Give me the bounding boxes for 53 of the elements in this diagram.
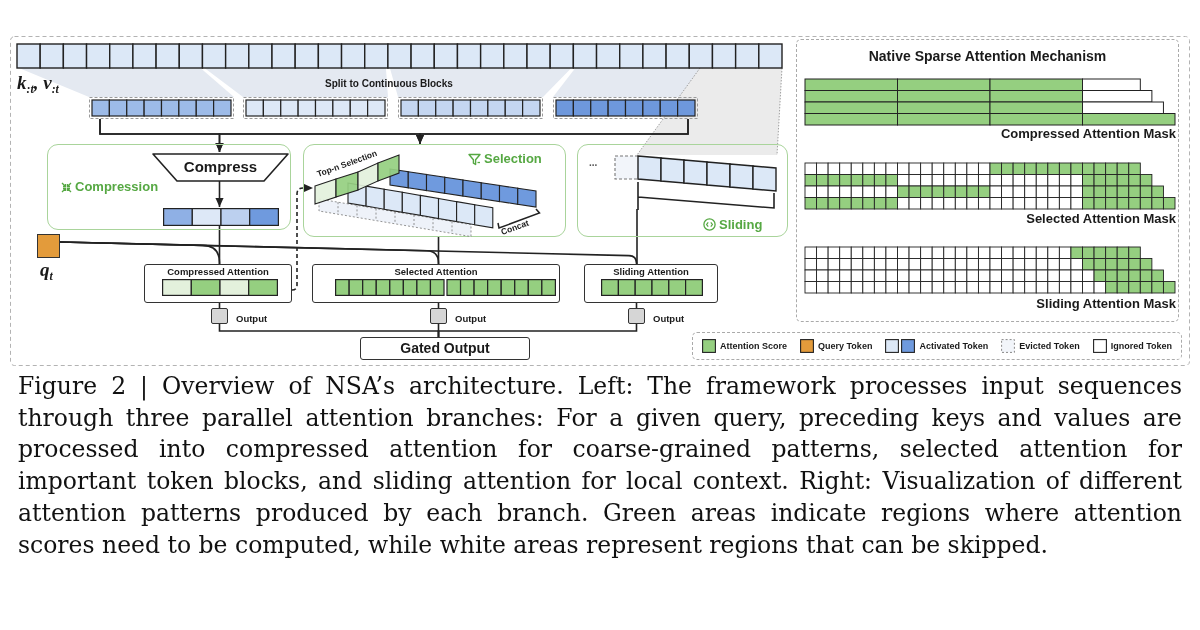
branch-panel xyxy=(577,144,788,237)
output-square xyxy=(430,308,447,324)
output-square xyxy=(211,308,228,324)
branch-title: Selection xyxy=(484,151,542,167)
token-block-group xyxy=(243,97,388,119)
mask-caption: Selected Attention Mask xyxy=(1026,211,1176,227)
token-block-group xyxy=(89,97,234,119)
token-block-group xyxy=(398,97,543,119)
connector-line xyxy=(636,208,638,265)
output-box xyxy=(360,337,530,360)
arrow xyxy=(415,118,689,145)
box-title: Gated Output xyxy=(400,339,490,358)
output-square xyxy=(628,308,645,324)
output-label: Output xyxy=(653,313,685,325)
legend-label: Evicted Token xyxy=(1019,340,1080,352)
branch-panel xyxy=(303,144,566,237)
math-label: k$_{:t}$, v$_{:t}$ xyxy=(17,72,59,94)
connector-line xyxy=(59,241,638,265)
legend-label: Query Token xyxy=(818,340,873,352)
branch-panel xyxy=(47,144,291,230)
query-token-square xyxy=(37,234,60,258)
math-label: q$_{t}$ xyxy=(40,259,53,280)
box-title: Compressed Attention xyxy=(167,266,269,278)
panel-title: Native Sparse Attention Mechanism xyxy=(868,48,1107,65)
connector-line xyxy=(437,302,440,309)
split-caption: Split to Continuous Blocks xyxy=(325,78,453,90)
mask-caption: Sliding Attention Mask xyxy=(1036,296,1176,312)
arrow xyxy=(215,180,224,208)
mask-caption: Compressed Attention Mask xyxy=(1000,126,1176,142)
branch-title: Compression xyxy=(75,179,159,195)
branch-title: Sliding xyxy=(719,217,763,233)
output-label: Output xyxy=(455,313,487,325)
sliding-window-drawing xyxy=(613,154,779,210)
box-title: Selected Attention xyxy=(394,266,478,278)
compressed-token-bar xyxy=(163,208,279,226)
attention-box xyxy=(584,264,718,303)
attention-box xyxy=(144,264,292,303)
box-title: Sliding Attention xyxy=(613,266,689,278)
connector-line xyxy=(437,236,440,265)
legend-label: Ignored Token xyxy=(1110,340,1172,352)
figure-caption: Figure 2 | Overview of NSA’s architecture. Left: The framework processes input sequences through three parallel attention branches: For a given query, preceding keys and values are processed into compressed attention for coarse-grained patterns, selected attention for important token blocks, and sliding attention for local context. Right: Visualization of different attention patterns produced by each branch. Green areas indicate regions where attention scores need to be computed, while white areas represent regions that can be skipped. xyxy=(18,371,1182,561)
output-label: Output xyxy=(236,313,268,325)
connector-line xyxy=(218,302,221,309)
connector-line xyxy=(437,323,638,338)
legend-label: Attention Score xyxy=(720,340,787,352)
dashed-arrow xyxy=(291,183,314,291)
mechanism-panel xyxy=(796,39,1179,322)
connector-line xyxy=(635,302,638,309)
attention-box xyxy=(312,264,560,303)
operation-label: Compress xyxy=(183,158,258,175)
legend-label: Activated Token xyxy=(919,340,989,352)
token-block-group xyxy=(553,97,698,119)
ellipsis-text: ... xyxy=(589,157,598,169)
